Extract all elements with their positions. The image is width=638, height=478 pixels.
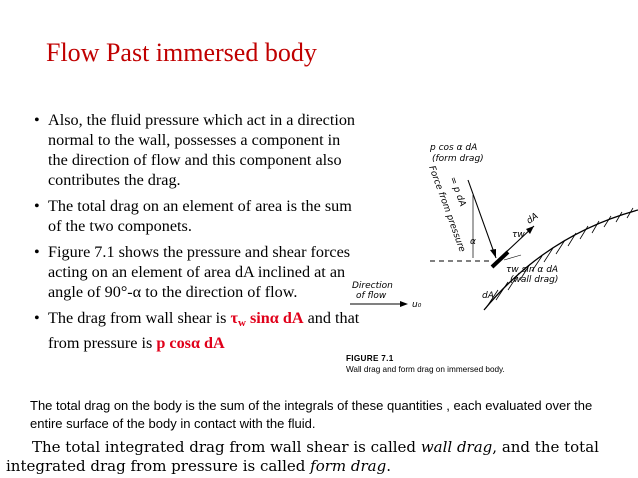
shear-drag-term: τw sinα dA: [230, 309, 304, 329]
upper-da-label: dA: [525, 211, 540, 226]
bullet-dot-icon: •: [34, 243, 40, 261]
tau-subscript: w: [237, 317, 246, 329]
shear-term-text: sinα dA: [245, 309, 304, 327]
bullet-list: • Also, the fluid pressure which act in a…: [34, 110, 364, 359]
book-line-2: integrated drag from pressure is called …: [6, 457, 636, 476]
tau-symbol: τ: [230, 309, 238, 327]
bullet-text-middle: and that from pressure is: [48, 309, 360, 352]
book-text-c: integrated drag from pressure is called: [6, 457, 311, 475]
body-hatching: [485, 207, 634, 309]
book-text-d: .: [386, 457, 391, 475]
velocity-label: u₀: [412, 300, 422, 310]
flow-arrowhead: [400, 301, 408, 307]
book-line-1: The total integrated drag from wall shea…: [6, 438, 636, 457]
wall-drag-label-top: τw sin α dA: [506, 265, 558, 275]
wall-drag-term: wall drag: [420, 438, 493, 456]
direction-label-line2: of flow: [356, 291, 387, 301]
bullet-dot-icon: •: [34, 309, 40, 327]
bullet-text: Also, the fluid pressure which act in a …: [48, 111, 356, 189]
alpha-label: α: [470, 237, 476, 247]
figure-diagram: p cos α dA (form drag) Force from pressu…: [346, 140, 638, 355]
pressure-arrow: [467, 179, 497, 259]
figure-caption-label: FIGURE 7.1: [346, 354, 394, 363]
shear-arrowhead: [526, 226, 534, 234]
body-surface-curve: [483, 209, 638, 311]
wall-drag-pointer: [503, 254, 522, 261]
direction-label-line1: Direction: [352, 281, 393, 291]
wall-drag-label-bottom: (wall drag): [510, 275, 558, 285]
book-text-a: The total integrated drag from wall shea…: [32, 438, 421, 456]
bullet-item: • The total drag on an element of area is…: [34, 196, 364, 236]
slide-title: Flow Past immersed body: [46, 38, 317, 67]
bullet-dot-icon: •: [34, 197, 40, 215]
bullet-text: Figure 7.1 shows the pressure and shear …: [48, 243, 351, 301]
pressure-arrowhead: [490, 249, 496, 258]
bullet-item: • Figure 7.1 shows the pressure and shear…: [34, 242, 364, 302]
figure-caption: FIGURE 7.1 Wall drag and form drag on im…: [346, 353, 606, 375]
tau-w-label: τw: [512, 230, 525, 240]
figure-caption-text: Wall drag and form drag on immersed body…: [346, 365, 505, 374]
form-drag-label-bottom: (form drag): [432, 154, 484, 164]
book-excerpt: The total integrated drag from wall shea…: [6, 438, 636, 476]
book-text-b: , and the total: [492, 438, 599, 456]
bullet-text: The total drag on an element of area is …: [48, 197, 352, 235]
drag-diagram-svg: p cos α dA (form drag) Force from pressu…: [350, 143, 638, 311]
lower-da-label: dA: [482, 291, 494, 301]
bullet-item: •The drag from wall shear is τw sinα dA …: [34, 308, 364, 353]
form-drag-term: form drag: [310, 457, 387, 475]
bullet-item: • Also, the fluid pressure which act in a…: [34, 110, 364, 190]
bullet-dot-icon: •: [34, 111, 40, 129]
area-element: [490, 250, 510, 269]
form-drag-label-top: p cos α dA: [429, 143, 477, 153]
force-from-pressure-label: Force from pressure: [426, 165, 467, 254]
bullet-text-prefix: The drag from wall shear is: [48, 309, 231, 327]
summary-note: The total drag on the body is the sum of…: [30, 398, 593, 431]
pressure-drag-term: p cosα dA: [156, 334, 225, 352]
